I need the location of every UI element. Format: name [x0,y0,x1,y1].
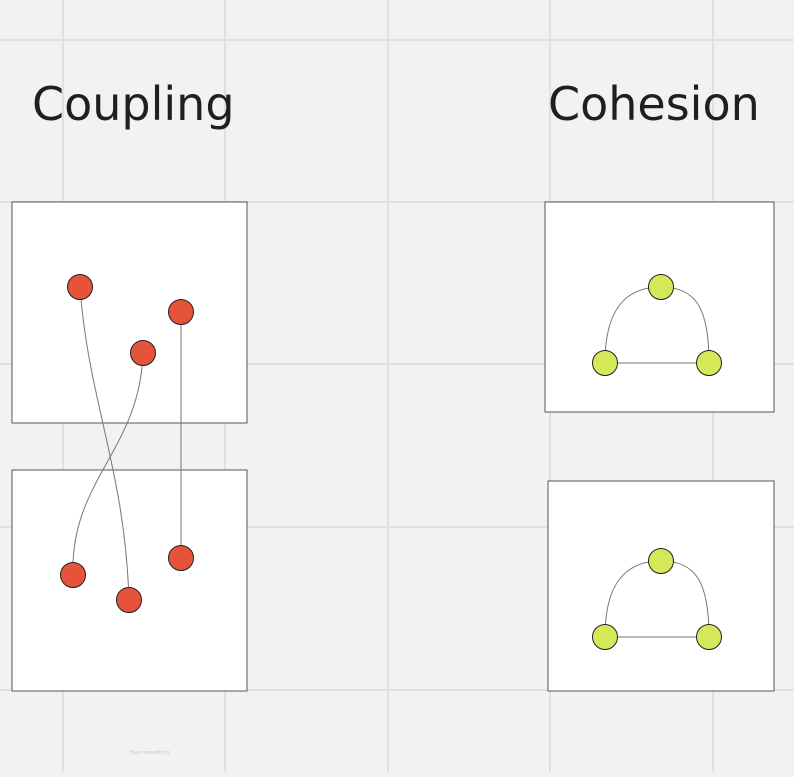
cohesion-node[interactable] [592,350,618,376]
coupling-connector[interactable] [79,286,130,601]
coupling-module-bottom[interactable] [11,469,248,692]
cohesion-module-top[interactable] [544,201,775,413]
coupling-node[interactable] [60,562,86,588]
cohesion-node[interactable] [696,624,722,650]
cohesion-node[interactable] [648,274,674,300]
coupling-module-top[interactable] [11,201,248,424]
coupling-node[interactable] [168,299,194,325]
coupling-title[interactable]: Coupling [32,77,235,131]
cohesion-module-bottom[interactable] [547,480,775,692]
cohesion-node[interactable] [648,548,674,574]
cohesion-node[interactable] [696,350,722,376]
coupling-node[interactable] [116,587,142,613]
coupling-node[interactable] [67,274,93,300]
coupling-connector[interactable] [72,352,144,576]
placeholder-text[interactable]: Type something [129,750,170,756]
cohesion-node[interactable] [592,624,618,650]
cohesion-title[interactable]: Cohesion [548,77,760,131]
coupling-node[interactable] [168,545,194,571]
coupling-node[interactable] [130,340,156,366]
